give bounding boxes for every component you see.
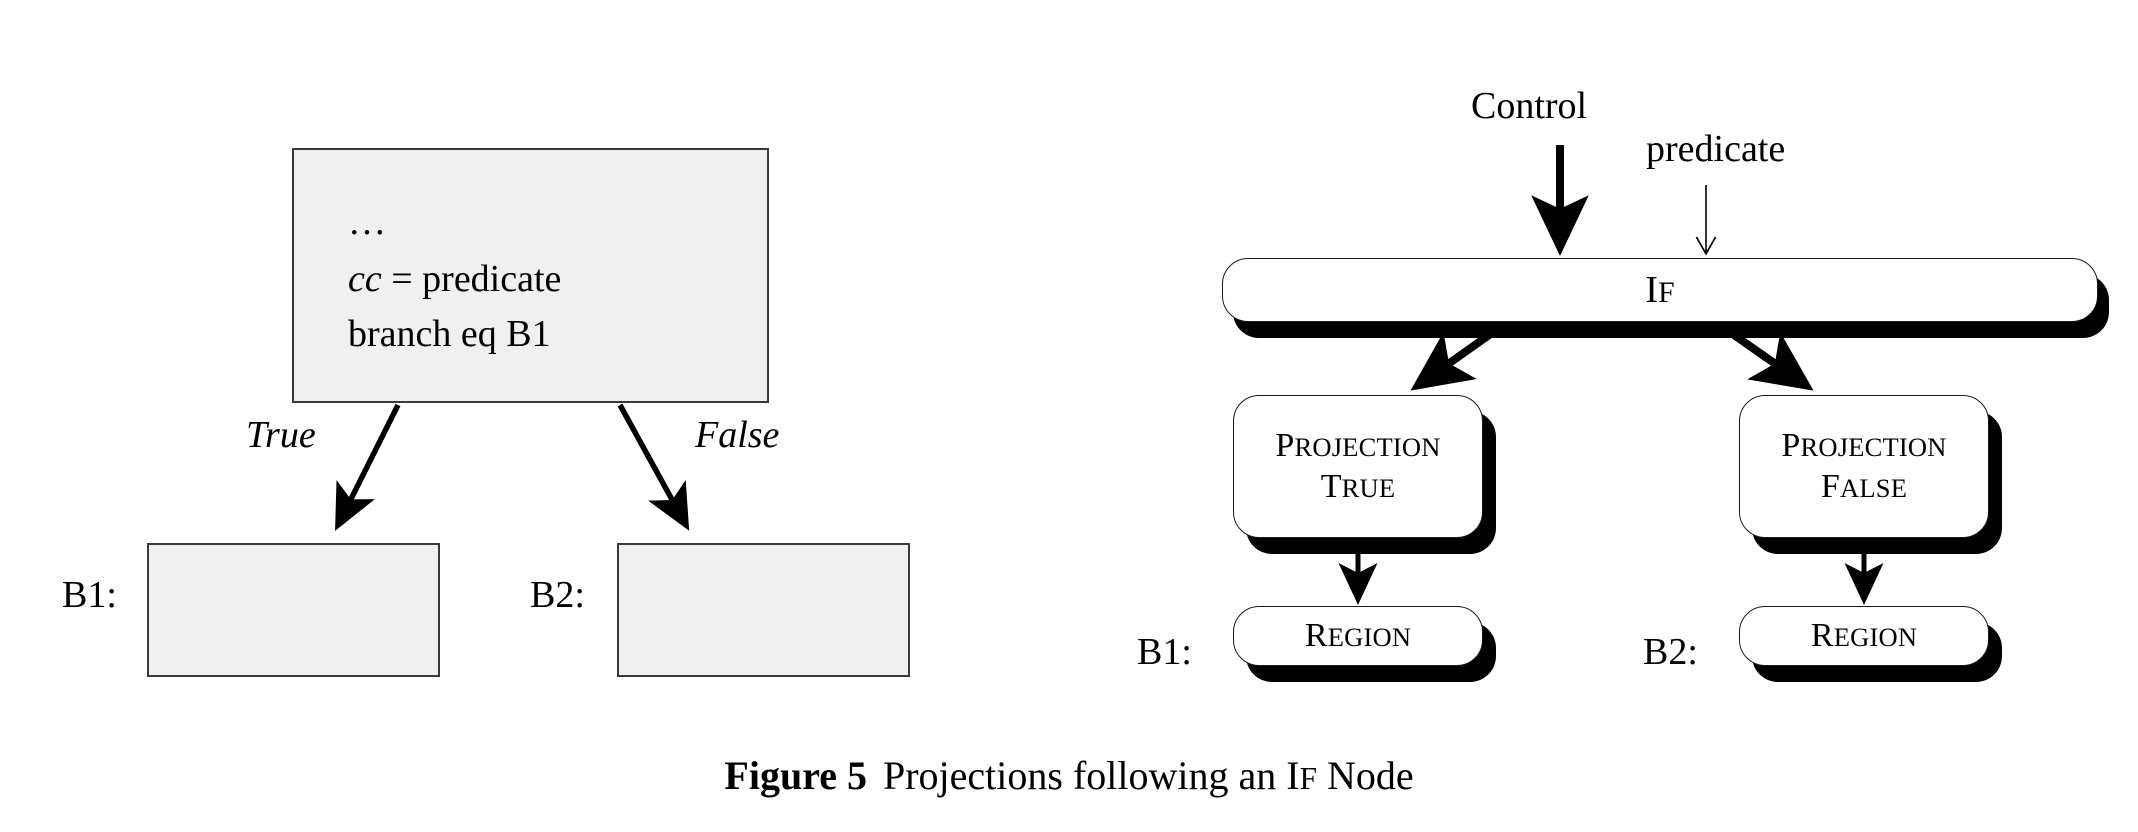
region-b1-cap: R [1304,616,1328,654]
block-b2-box [617,543,910,677]
code-line-assign: cc = predicate [348,253,561,305]
projection-true-node[interactable]: PROJECTION TRUE [1233,395,1483,538]
if-node[interactable]: IF [1222,258,2098,322]
control-input-label: Control [1471,85,1588,127]
edge-label-false: False [695,414,780,456]
projection-false-node-text: PROJECTION FALSE [1781,426,1946,506]
if-node-text-rest: F [1658,276,1675,309]
projection-false-line2-rest: ALSE [1840,472,1908,503]
if-node-text-cap: I [1645,268,1659,311]
projection-false-line1-rest: ROJECTION [1800,432,1947,463]
region-b2-cap: R [1810,616,1834,654]
code-line-branch: branch eq B1 [348,313,551,355]
edge-label-true: True [246,414,316,456]
projection-false-line1-cap: P [1781,427,1801,465]
region-node-b1[interactable]: REGION [1233,606,1483,666]
code-block-box [292,148,769,403]
projection-false-node[interactable]: PROJECTION FALSE [1739,395,1989,538]
region-label-b2: B2: [1643,631,1698,673]
code-line-ellipsis: … [348,201,386,243]
figure-caption-text-after: Node [1316,753,1414,798]
projection-true-line1-rest: ROJECTION [1294,432,1441,463]
if-node-text: IF [1645,268,1675,313]
figure-caption-if-rest: F [1299,761,1317,796]
code-assign-rest: = predicate [381,258,562,300]
projection-true-line2-cap: T [1320,467,1342,505]
region-node-b2[interactable]: REGION [1739,606,1989,666]
region-node-b1-text: REGION [1305,616,1411,656]
predicate-input-label: predicate [1646,128,1786,170]
control-flow-graph-panel: … cc = predicate branch eq B1 True False… [0,0,1000,760]
block-label-b2: B2: [530,574,585,616]
figure-caption-number: Figure 5 [724,753,867,798]
sea-of-nodes-panel: Control predicate IF PROJECTION TRUE PRO… [1069,0,2138,760]
projection-true-node-text: PROJECTION TRUE [1275,426,1440,506]
region-b2-rest: EGION [1833,621,1918,652]
block-label-b1: B1: [62,574,117,616]
region-label-b1: B1: [1137,631,1192,673]
projection-false-line2-cap: F [1820,467,1840,505]
figure-caption: Figure 5 Projections following an IF Node [0,752,2138,799]
projection-true-line1-cap: P [1275,427,1295,465]
figure-caption-if: IF [1286,753,1317,798]
projection-true-line2-rest: RUE [1341,472,1396,503]
code-var-cc: cc [348,258,382,300]
figure-caption-if-cap: I [1286,753,1300,798]
region-b1-rest: EGION [1327,621,1412,652]
region-node-b2-text: REGION [1811,616,1917,656]
block-b1-box [147,543,440,677]
figure-caption-text-before: Projections following an [882,753,1287,798]
